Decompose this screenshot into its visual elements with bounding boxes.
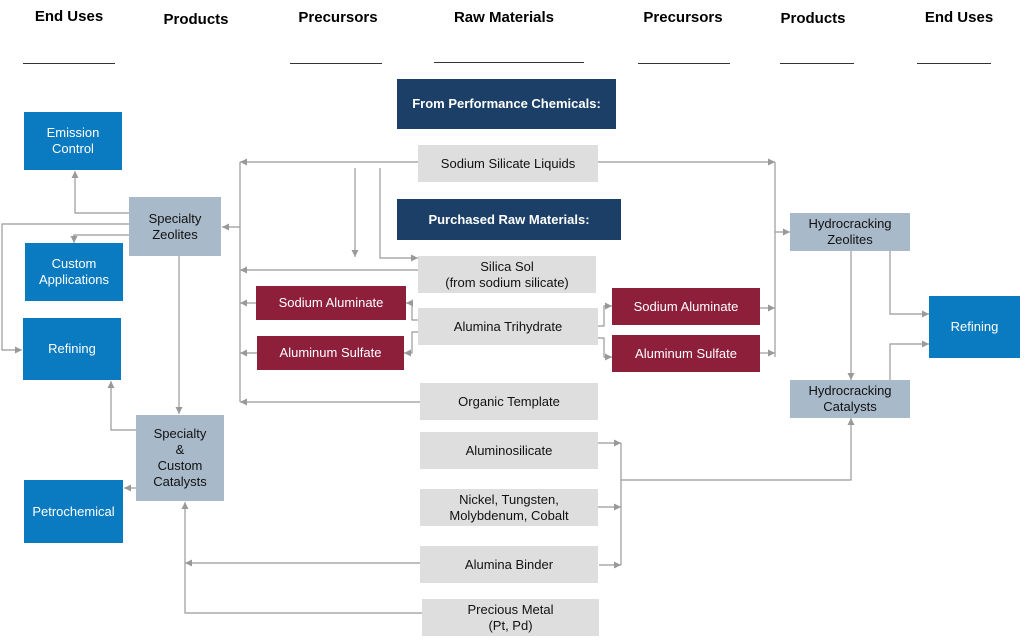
nickel-tungsten-molybdenum-cobalt-box: Nickel, Tungsten, Molybdenum, Cobalt — [420, 489, 598, 526]
sodium-aluminate-right-box: Sodium Aluminate — [612, 288, 760, 325]
header-underline — [434, 62, 584, 63]
header-raw-materials: Raw Materials — [453, 9, 555, 26]
header-end-uses-left: End Uses — [34, 8, 104, 25]
specialty-zeolites-box: Specialty Zeolites — [129, 197, 221, 256]
emission-control-box: Emission Control — [24, 112, 122, 170]
hydrocracking-catalysts-box: Hydrocracking Catalysts — [790, 380, 910, 418]
organic-template-box: Organic Template — [420, 383, 598, 420]
precious-metal-box: Precious Metal (Pt, Pd) — [422, 599, 599, 636]
header-underline — [290, 63, 382, 64]
custom-applications-box: Custom Applications — [25, 243, 123, 301]
connector-zeolites-to-custom-applications — [70, 234, 129, 243]
header-precursors-right: Precursors — [643, 9, 723, 26]
header-underline — [638, 63, 730, 64]
aluminosilicate-box: Aluminosilicate — [420, 432, 598, 469]
connector-trihydrate-to-sodium-aluminate-left — [406, 299, 418, 321]
connector-zeolites-to-emission-control — [71, 171, 129, 214]
purchased-raw-materials-banner: Purchased Raw Materials: — [397, 199, 621, 240]
connector-zeolites-to-refining — [1, 223, 129, 354]
sodium-silicate-liquids-box: Sodium Silicate Liquids — [418, 145, 598, 182]
silica-sol-box: Silica Sol (from sodium silicate) — [418, 256, 596, 293]
specialty-custom-catalysts-box: Specialty & Custom Catalysts — [136, 415, 224, 501]
connector-trihydrate-to-sodium-aluminate-right — [598, 302, 612, 327]
performance-chemicals-banner: From Performance Chemicals: — [397, 79, 616, 129]
connector-trihydrate-to-aluminum-sulfate-right — [598, 337, 612, 361]
alumina-binder-box: Alumina Binder — [420, 546, 598, 583]
connector-trihydrate-to-aluminum-sulfate-left — [404, 331, 418, 357]
connector-silicate-to-silica-sol-b — [379, 168, 418, 262]
header-underline — [917, 63, 991, 64]
petrochemical-box: Petrochemical — [24, 480, 123, 543]
connector-hydrocracking-zeolites-to-refining — [889, 251, 929, 318]
header-precursors-left: Precursors — [298, 9, 378, 26]
sodium-aluminate-left-box: Sodium Aluminate — [256, 286, 406, 320]
alumina-trihydrate-box: Alumina Trihydrate — [418, 308, 598, 345]
refining-right-box: Refining — [929, 296, 1020, 358]
refining-left-box: Refining — [23, 318, 121, 380]
connector-merge-to-hydrocracking-catalysts — [621, 418, 855, 481]
connector-precious-metal-to-catalysts — [181, 502, 422, 614]
connector-hydrocracking-catalysts-to-refining — [889, 340, 929, 380]
header-end-uses-right: End Uses — [924, 9, 994, 26]
header-products-left: Products — [163, 11, 229, 28]
header-underline — [23, 63, 115, 64]
aluminum-sulfate-right-box: Aluminum Sulfate — [612, 335, 760, 372]
header-underline — [780, 63, 854, 64]
connector-catalysts-to-refining — [107, 381, 136, 431]
aluminum-sulfate-left-box: Aluminum Sulfate — [257, 336, 404, 370]
header-products-right: Products — [780, 10, 846, 27]
hydrocracking-zeolites-box: Hydrocracking Zeolites — [790, 213, 910, 251]
